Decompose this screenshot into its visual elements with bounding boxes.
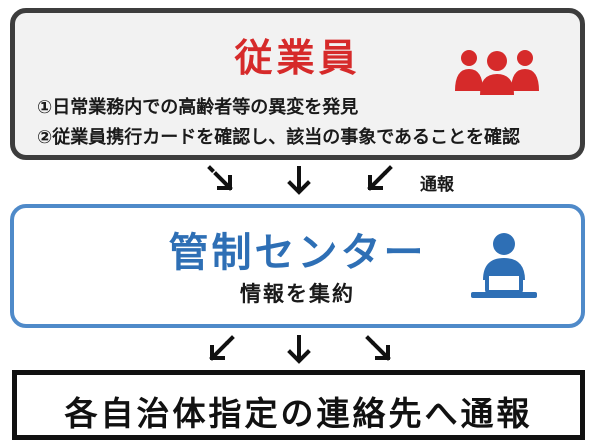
control-center-box: 管制センター 情報を集約 <box>10 204 585 328</box>
notify-label: 通報 <box>420 175 454 195</box>
control-center-subtitle: 情報を集約 <box>240 282 355 306</box>
arrow-down-right-icon <box>365 335 391 361</box>
report-destination-text: 各自治体指定の連絡先へ通報 <box>64 394 533 433</box>
arrow-down-left-icon <box>367 165 393 191</box>
employee-step-2: ②従業員携行カードを確認し、該当の事象であることを確認 <box>37 127 521 148</box>
employee-box: 従業員 ①日常業務内での高齢者等の異変を発見 ②従業員携行カードを確認し、該当の… <box>10 8 585 160</box>
operator-at-laptop-icon <box>471 233 537 298</box>
report-box: 各自治体指定の連絡先へ通報 <box>12 370 585 440</box>
arrow-down-right-icon <box>207 165 233 191</box>
employee-title: 従業員 <box>234 36 361 80</box>
people-group-icon <box>455 50 539 95</box>
arrow-down-icon <box>287 335 311 364</box>
arrow-down-icon <box>287 166 311 195</box>
arrow-down-left-icon <box>209 335 235 361</box>
employee-step-1: ①日常業務内での高齢者等の異変を発見 <box>37 97 359 118</box>
control-center-title: 管制センター <box>168 230 427 276</box>
